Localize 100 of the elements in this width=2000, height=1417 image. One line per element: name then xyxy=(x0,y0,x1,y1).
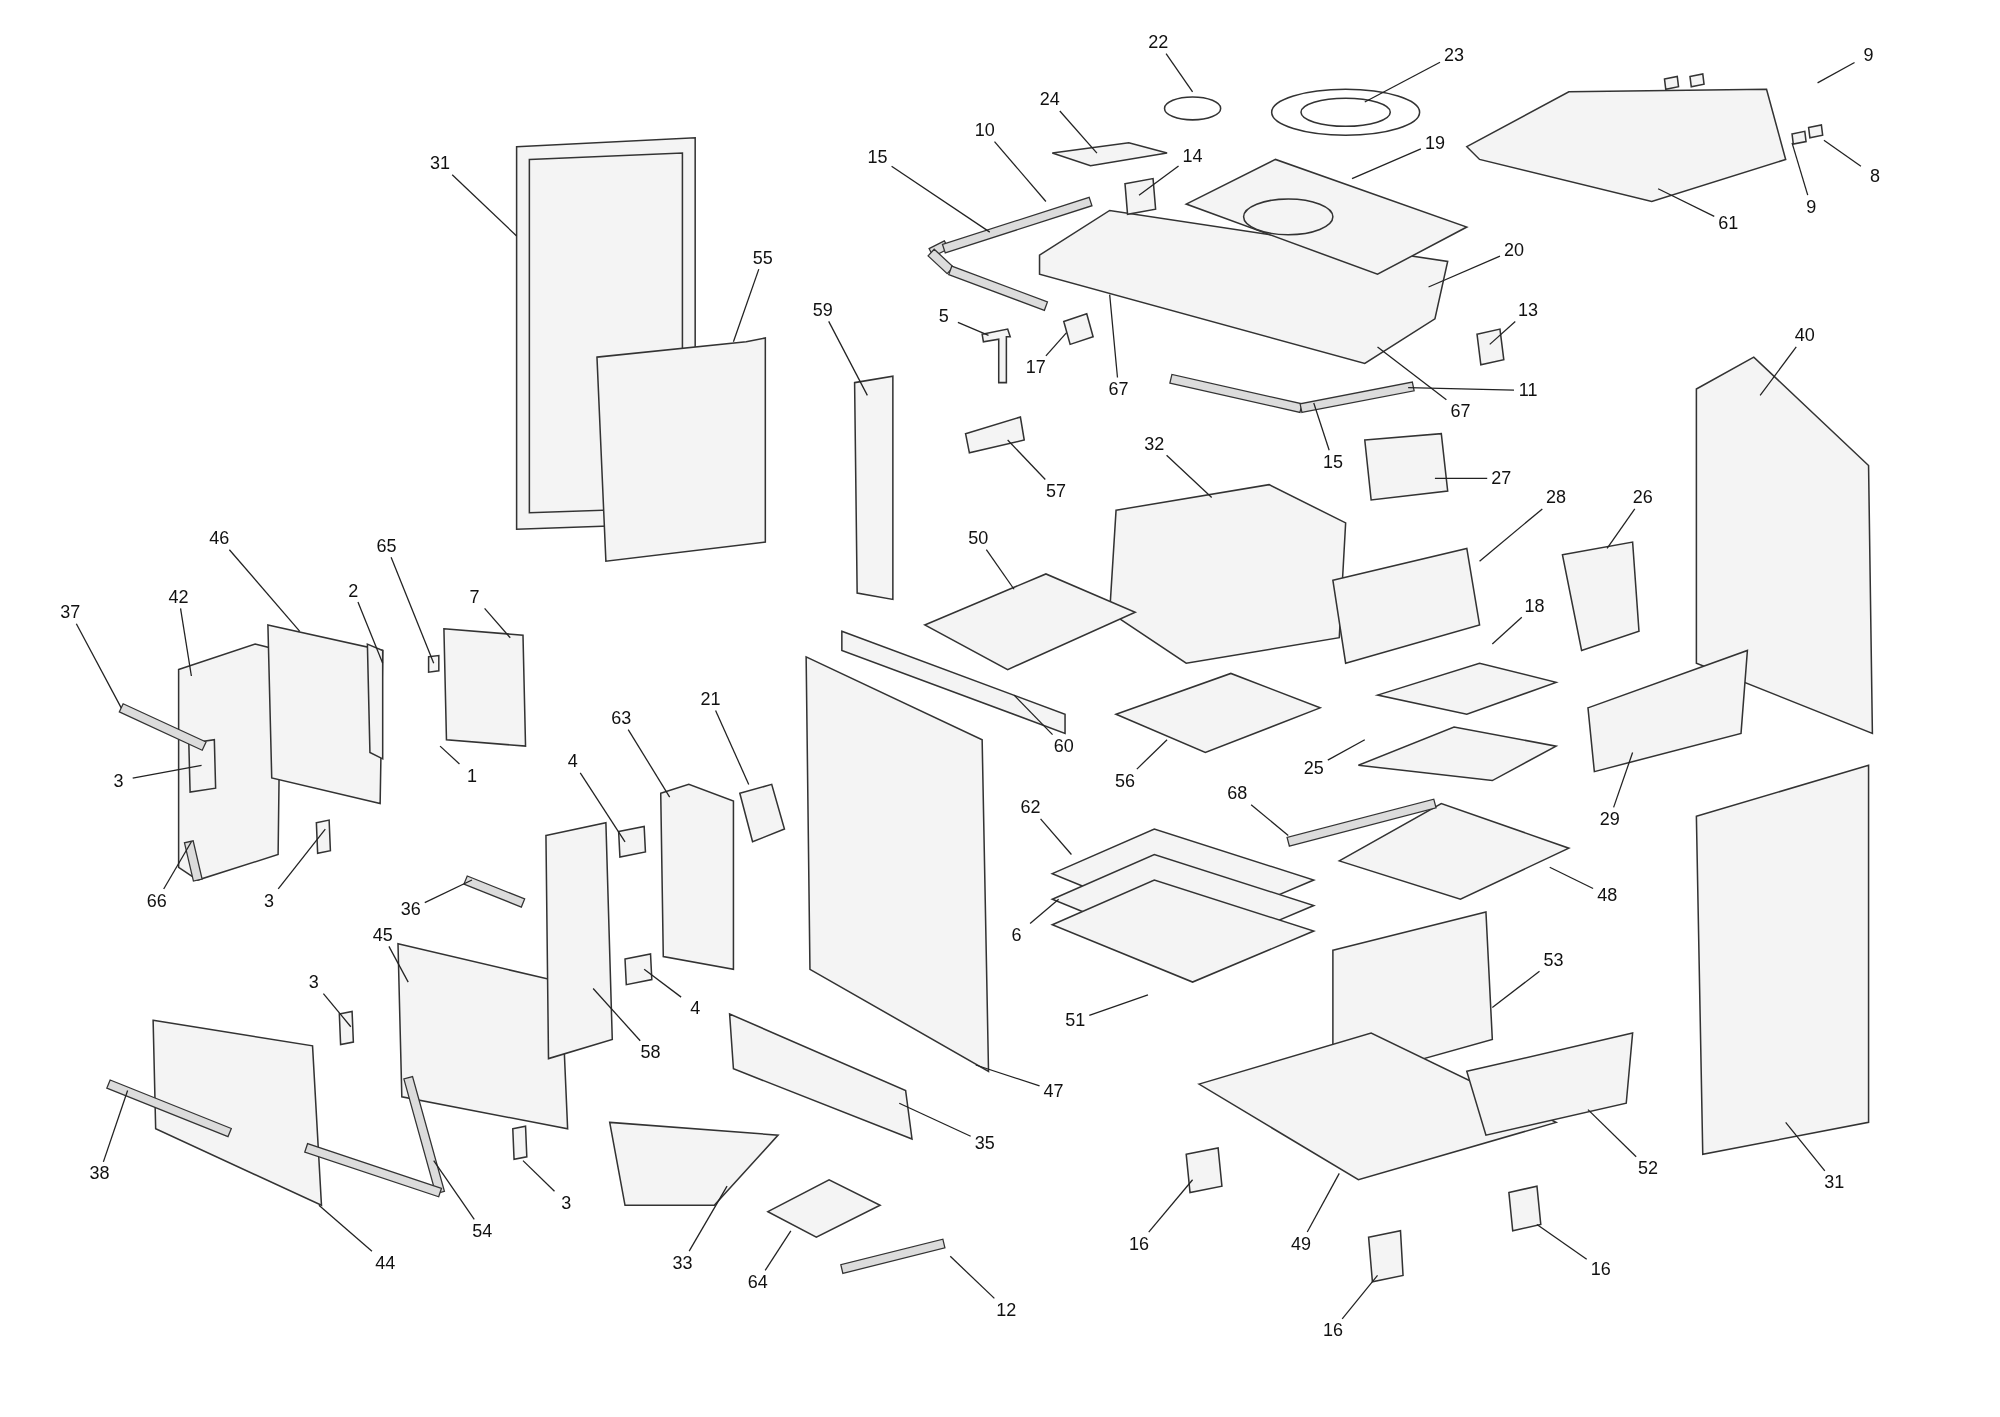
leader-line xyxy=(1376,346,1448,401)
callout-number: 54 xyxy=(470,1220,495,1241)
callout-number: 62 xyxy=(1018,797,1043,818)
leader-line xyxy=(439,745,461,765)
leader-line xyxy=(322,992,352,1028)
callout-number: 7 xyxy=(467,586,482,607)
leader-line xyxy=(1587,1108,1637,1158)
callout-number: 46 xyxy=(207,528,232,549)
callout-number: 68 xyxy=(1225,783,1250,804)
callout-number: 63 xyxy=(609,708,634,729)
callout-number: 18 xyxy=(1522,595,1547,616)
callout-number: 25 xyxy=(1301,757,1326,778)
callout-number: 32 xyxy=(1142,433,1167,454)
leader-line xyxy=(483,607,511,639)
callout-number: 11 xyxy=(1516,380,1540,401)
leader-line xyxy=(433,1160,475,1220)
leader-line xyxy=(1306,1172,1340,1233)
callout-number: 19 xyxy=(1422,132,1447,153)
callout-number: 28 xyxy=(1544,487,1569,508)
leader-line xyxy=(1657,188,1715,217)
callout-number: 10 xyxy=(972,120,997,141)
leader-line xyxy=(949,1255,996,1300)
leader-line xyxy=(993,140,1047,203)
leader-line xyxy=(975,1064,1041,1087)
leader-line xyxy=(828,320,868,396)
callout-number: 26 xyxy=(1630,487,1655,508)
leader-line xyxy=(1816,61,1856,84)
callout-number: 16 xyxy=(1320,1320,1345,1341)
callout-number: 35 xyxy=(972,1132,997,1153)
callout-number: 14 xyxy=(1180,145,1205,166)
leader-line xyxy=(1491,970,1541,1009)
callout-number: 66 xyxy=(144,890,169,911)
callout-number: 33 xyxy=(670,1252,695,1273)
callout-number: 9 xyxy=(1804,196,1819,217)
leader-line xyxy=(1606,508,1636,550)
callout-number: 24 xyxy=(1037,89,1062,110)
leader-line xyxy=(1823,139,1862,167)
leader-line xyxy=(898,1102,972,1137)
callout-number: 4 xyxy=(688,997,703,1018)
leader-line xyxy=(179,607,192,677)
callout-number: 3 xyxy=(306,972,321,993)
leader-line xyxy=(1434,477,1488,479)
callout-number: 60 xyxy=(1051,736,1076,757)
leader-line xyxy=(1039,818,1073,856)
leader-line xyxy=(1407,387,1515,391)
leader-line xyxy=(1138,165,1180,196)
callout-number: 57 xyxy=(1044,481,1069,502)
leader-line xyxy=(390,556,435,664)
callout-number: 23 xyxy=(1442,44,1467,65)
leader-line xyxy=(1364,61,1441,103)
leader-line xyxy=(1327,739,1366,761)
callout-number: 53 xyxy=(1541,950,1566,971)
callout-number: 17 xyxy=(1023,357,1048,378)
leader-line xyxy=(1045,332,1067,357)
leader-line xyxy=(1165,52,1194,93)
leader-line xyxy=(1536,1223,1588,1260)
callout-number: 16 xyxy=(1127,1233,1152,1254)
callout-number: 61 xyxy=(1716,213,1741,234)
leader-line xyxy=(228,549,301,632)
callout-number: 21 xyxy=(698,688,723,709)
leader-line xyxy=(1088,994,1149,1016)
leader-line xyxy=(522,1160,556,1192)
callout-number: 3 xyxy=(111,770,126,791)
leader-line xyxy=(643,968,682,998)
callout-number: 13 xyxy=(1516,299,1541,320)
leader-line xyxy=(1250,804,1289,837)
callout-number: 1 xyxy=(464,765,479,786)
callout-number: 65 xyxy=(374,535,399,556)
callout-number: 29 xyxy=(1597,808,1622,829)
callout-number: 45 xyxy=(370,924,395,945)
callout-number: 4 xyxy=(565,751,580,772)
leader-line xyxy=(1478,508,1543,562)
leader-line xyxy=(1013,694,1054,736)
leader-line xyxy=(1007,439,1046,481)
leader-line xyxy=(1351,148,1422,180)
callout-number: 15 xyxy=(865,146,890,167)
callout-number: 42 xyxy=(166,586,191,607)
leader-line xyxy=(388,945,409,983)
callout-number: 3 xyxy=(559,1192,574,1213)
callout-number: 51 xyxy=(1063,1010,1088,1031)
leader-line xyxy=(714,709,750,786)
callout-number: 64 xyxy=(745,1271,770,1292)
leader-line xyxy=(579,772,626,843)
leader-line xyxy=(318,1204,373,1252)
callout-number: 2 xyxy=(346,580,361,601)
leader-line xyxy=(1491,616,1523,645)
callout-number: 16 xyxy=(1588,1259,1613,1280)
leader-line xyxy=(1148,1179,1194,1233)
callout-number: 15 xyxy=(1320,451,1345,472)
leader-line xyxy=(424,879,473,904)
leader-line xyxy=(627,728,671,798)
leader-line xyxy=(1791,142,1809,196)
leader-line xyxy=(163,841,192,890)
leader-line xyxy=(890,165,991,233)
callout-number: 38 xyxy=(87,1163,112,1184)
leader-line xyxy=(1489,320,1516,345)
leader-line xyxy=(1785,1121,1826,1172)
leader-line xyxy=(102,1089,129,1163)
callout-number: 48 xyxy=(1595,885,1620,906)
leader-line xyxy=(985,549,1015,590)
